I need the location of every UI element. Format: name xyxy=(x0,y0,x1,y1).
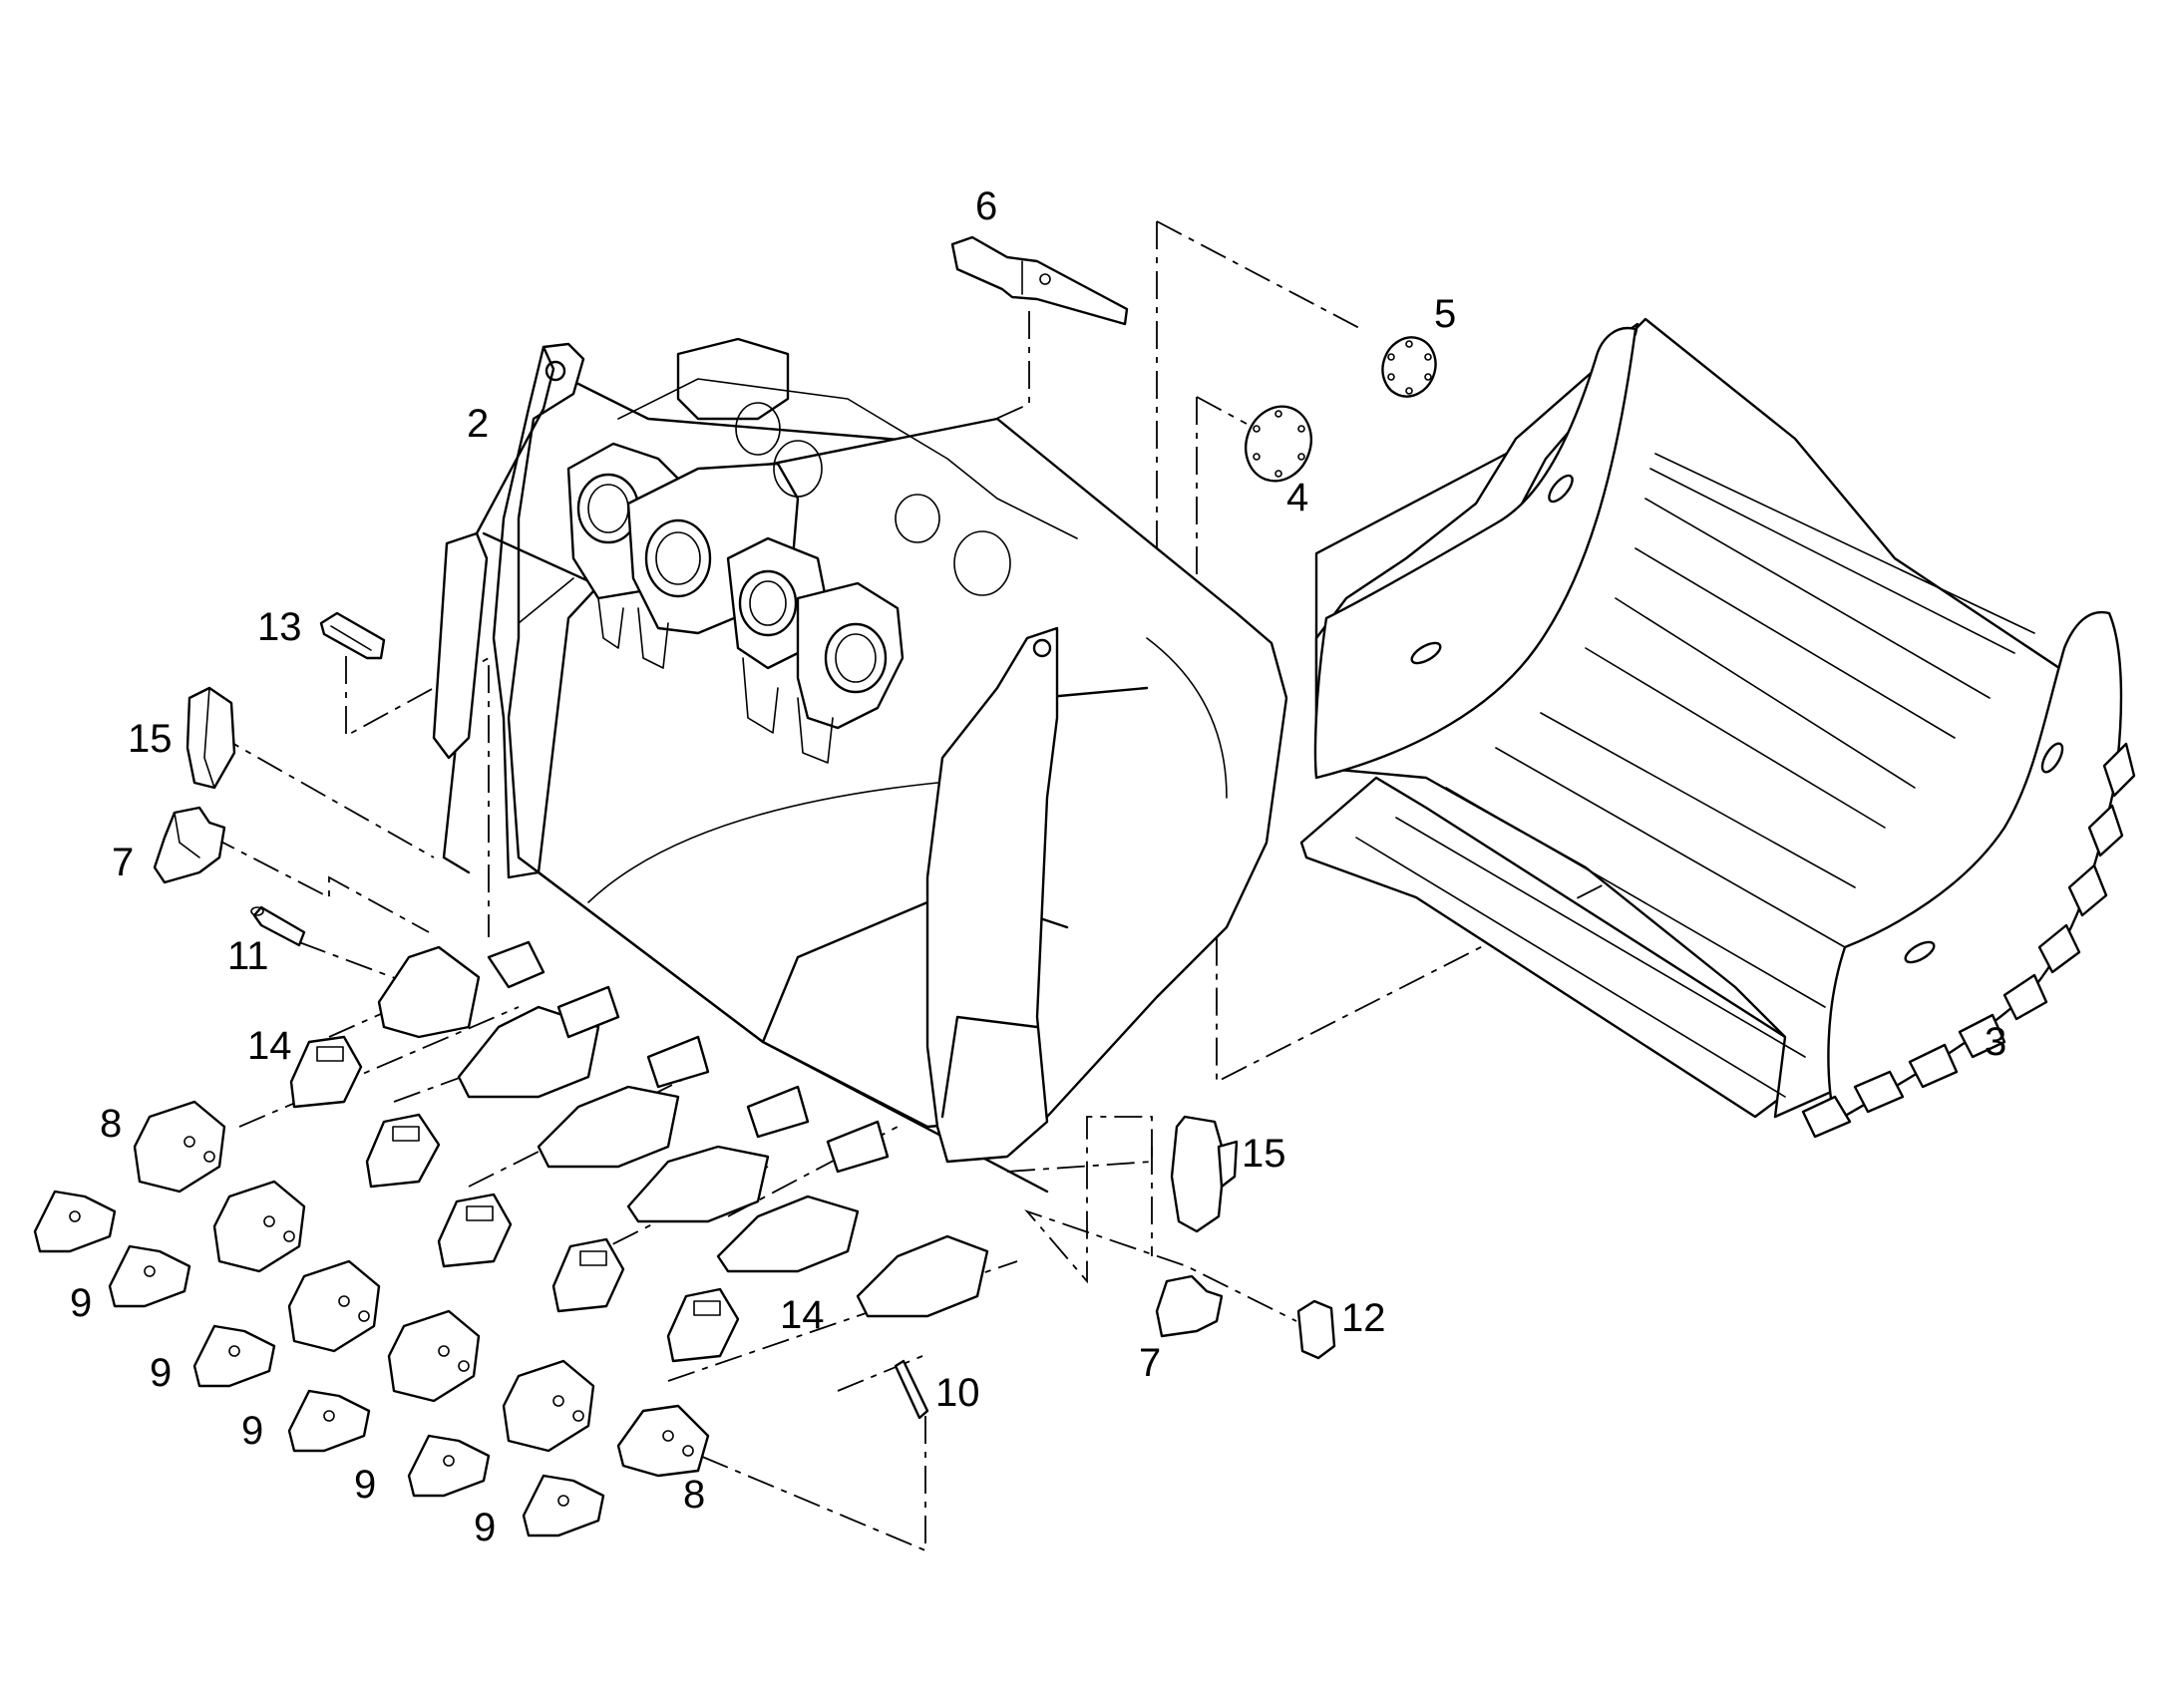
label-14-right: 14 xyxy=(780,1293,825,1337)
part-10-wedge xyxy=(894,1359,929,1420)
label-11: 11 xyxy=(227,934,269,978)
part-15-right-cover xyxy=(1170,1115,1239,1233)
part-7-left-adapter xyxy=(153,806,226,884)
part-3-grid-insert xyxy=(1299,317,2136,1139)
label-12: 12 xyxy=(1341,1296,1386,1340)
label-6: 6 xyxy=(975,184,997,228)
callout-labels: 6 5 2 4 13 15 7 11 3 14 8 15 9 14 12 7 9… xyxy=(70,184,2006,1549)
label-9-1: 9 xyxy=(70,1281,92,1325)
label-7-left: 7 xyxy=(112,841,134,884)
label-5: 5 xyxy=(1434,292,1456,336)
part-11-pin xyxy=(250,905,306,947)
part-13-pin xyxy=(319,611,386,660)
label-14-left: 14 xyxy=(247,1024,292,1068)
label-3: 3 xyxy=(1985,1020,2006,1064)
label-2: 2 xyxy=(467,402,489,446)
part-4-cover-plate xyxy=(1245,405,1312,483)
label-15-right: 15 xyxy=(1242,1132,1286,1176)
part-9-caps xyxy=(33,1190,605,1537)
label-13: 13 xyxy=(257,605,302,649)
label-15-left: 15 xyxy=(128,717,173,761)
part-3-edge-teeth xyxy=(1801,742,2136,1139)
part-15-left-cover xyxy=(185,686,236,790)
part-2-bucket-body xyxy=(432,337,1288,1194)
label-9-3: 9 xyxy=(241,1409,263,1453)
label-10: 10 xyxy=(935,1371,980,1415)
label-9-4: 9 xyxy=(354,1463,376,1507)
part-5-cover-plate xyxy=(1381,336,1437,398)
label-9-5: 9 xyxy=(474,1506,496,1549)
part-8-guards xyxy=(133,1100,710,1478)
part-14-teeth xyxy=(289,1035,740,1363)
part-6-pin-bar xyxy=(950,235,1129,326)
part-7-right-adapter xyxy=(1155,1274,1224,1338)
label-8-left: 8 xyxy=(100,1102,122,1146)
label-9-2: 9 xyxy=(150,1351,172,1395)
label-4: 4 xyxy=(1286,476,1308,519)
lip-adapters xyxy=(377,940,989,1318)
part-12-plug xyxy=(1296,1299,1336,1360)
label-7-right: 7 xyxy=(1139,1341,1161,1385)
label-8-right: 8 xyxy=(683,1473,705,1517)
